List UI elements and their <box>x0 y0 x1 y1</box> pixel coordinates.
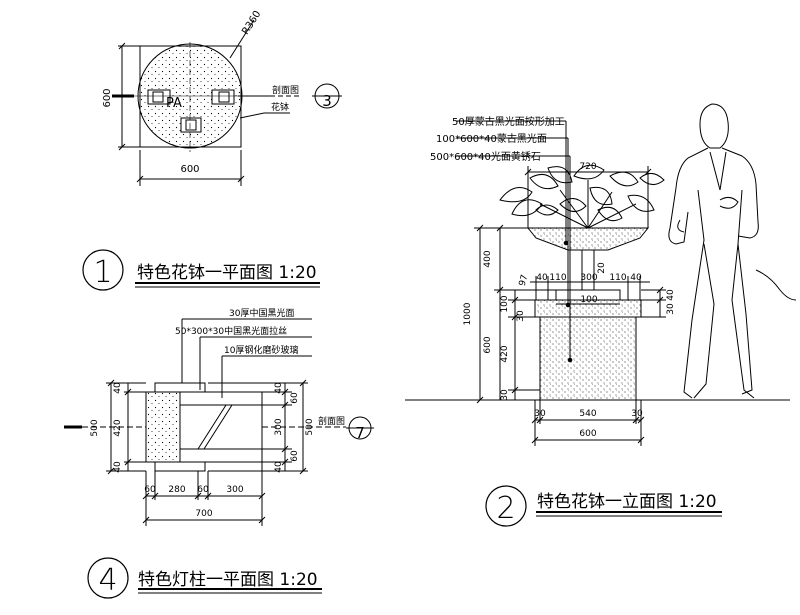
plan4-title-number: 4 <box>98 563 117 598</box>
elev-dim-110b: 110 <box>609 273 626 283</box>
pot-plan-view <box>82 19 342 291</box>
plan4-note-1: 30厚中国黑光面 <box>229 307 294 319</box>
elev-dim-left-30a: 30 <box>516 310 526 322</box>
plan1-title-number: 1 <box>93 255 112 290</box>
flower-plants <box>499 164 665 229</box>
plan4-dim-right-bottom: 40 <box>274 461 284 473</box>
plan4-dim-bottom-3: 60 <box>197 485 209 495</box>
lamp-post-plan-view <box>64 318 374 599</box>
plan1-center-label: PA <box>166 96 182 111</box>
pot-elevation-view <box>405 103 797 527</box>
elev-note-2: 100*600*40蒙古黑光面 <box>436 132 547 145</box>
human-figure <box>668 103 797 399</box>
plan4-dim-right-top: 40 <box>274 382 284 394</box>
elev-dim-left-100: 100 <box>500 295 510 312</box>
elev-title-number: 2 <box>496 491 515 526</box>
plan1-section-label: 剖面图 <box>272 84 299 96</box>
plan4-dim-left-bottom: 40 <box>113 461 123 473</box>
plan1-section-mark: 3 <box>322 92 332 110</box>
elev-dim-bottom-2: 540 <box>579 409 596 419</box>
elev-dim-100: 100 <box>580 295 597 305</box>
elev-note-1: 50厚蒙古黑光面按形加工 <box>452 115 565 128</box>
plan4-dim-left-total: 500 <box>90 419 100 436</box>
elev-title: 特色花钵一立面图 1:20 <box>537 492 717 512</box>
elev-dim-total: 600 <box>579 429 596 439</box>
elev-dim-left-420: 420 <box>500 345 510 362</box>
plan4-dim-right-b: 300 <box>274 418 284 435</box>
plan4-title: 特色灯柱一平面图 1:20 <box>138 570 318 590</box>
elev-dim-left-total: 1000 <box>463 302 473 325</box>
elev-dim-top: 720 <box>579 162 596 172</box>
plan1-dim-left: 600 <box>102 88 113 107</box>
plan4-dim-right-a: 60 <box>290 392 300 404</box>
elev-dim-left-lower: 600 <box>483 336 493 353</box>
elev-dim-110a: 110 <box>549 273 566 283</box>
elev-dim-right-40: 40 <box>666 289 676 301</box>
elev-dim-300: 300 <box>580 273 597 283</box>
elev-note-3: 500*600*40光面黄锈石 <box>430 150 541 163</box>
elev-dim-97: 97 <box>518 274 531 288</box>
elev-dim-20: 20 <box>597 262 607 274</box>
plan4-dim-bottom-4: 300 <box>226 485 243 495</box>
plan4-section-mark: 7 <box>355 424 365 442</box>
plan4-dim-total: 700 <box>195 509 212 519</box>
plan4-dim-bottom-2: 280 <box>168 485 185 495</box>
plan4-note-3: 10厚钢化磨砂玻璃 <box>224 344 298 356</box>
plan4-dim-right-total: 500 <box>305 418 315 435</box>
pedestal-body <box>539 316 637 401</box>
plan4-note-2: 50*300*30中国黑光面拉丝 <box>175 325 287 337</box>
elev-dim-40b: 40 <box>630 273 642 283</box>
elev-dim-right-30: 30 <box>666 303 676 315</box>
plan4-dim-left-mid: 420 <box>113 419 123 436</box>
plan1-dim-bottom: 600 <box>180 164 199 175</box>
plan4-dim-left-top: 40 <box>113 382 123 394</box>
elev-dim-bottom-1: 30 <box>534 409 546 419</box>
elev-dim-left-30b: 30 <box>500 389 510 401</box>
elev-dim-40a: 40 <box>536 273 548 283</box>
plan4-dim-bottom-1: 60 <box>144 485 156 495</box>
elev-dim-left-upper: 400 <box>483 250 493 267</box>
plan1-pot-label: 花钵 <box>271 101 289 113</box>
frosted-glass-panel <box>179 391 263 463</box>
elev-dim-bottom-3: 30 <box>631 409 643 419</box>
plan1-title: 特色花钵一平面图 1:20 <box>137 263 317 283</box>
plan4-dim-right-c: 60 <box>290 450 300 462</box>
plan1-radius-label: R360 <box>240 9 263 37</box>
pot-bowl <box>526 227 650 251</box>
plan4-section-label: 剖面图 <box>318 415 345 427</box>
